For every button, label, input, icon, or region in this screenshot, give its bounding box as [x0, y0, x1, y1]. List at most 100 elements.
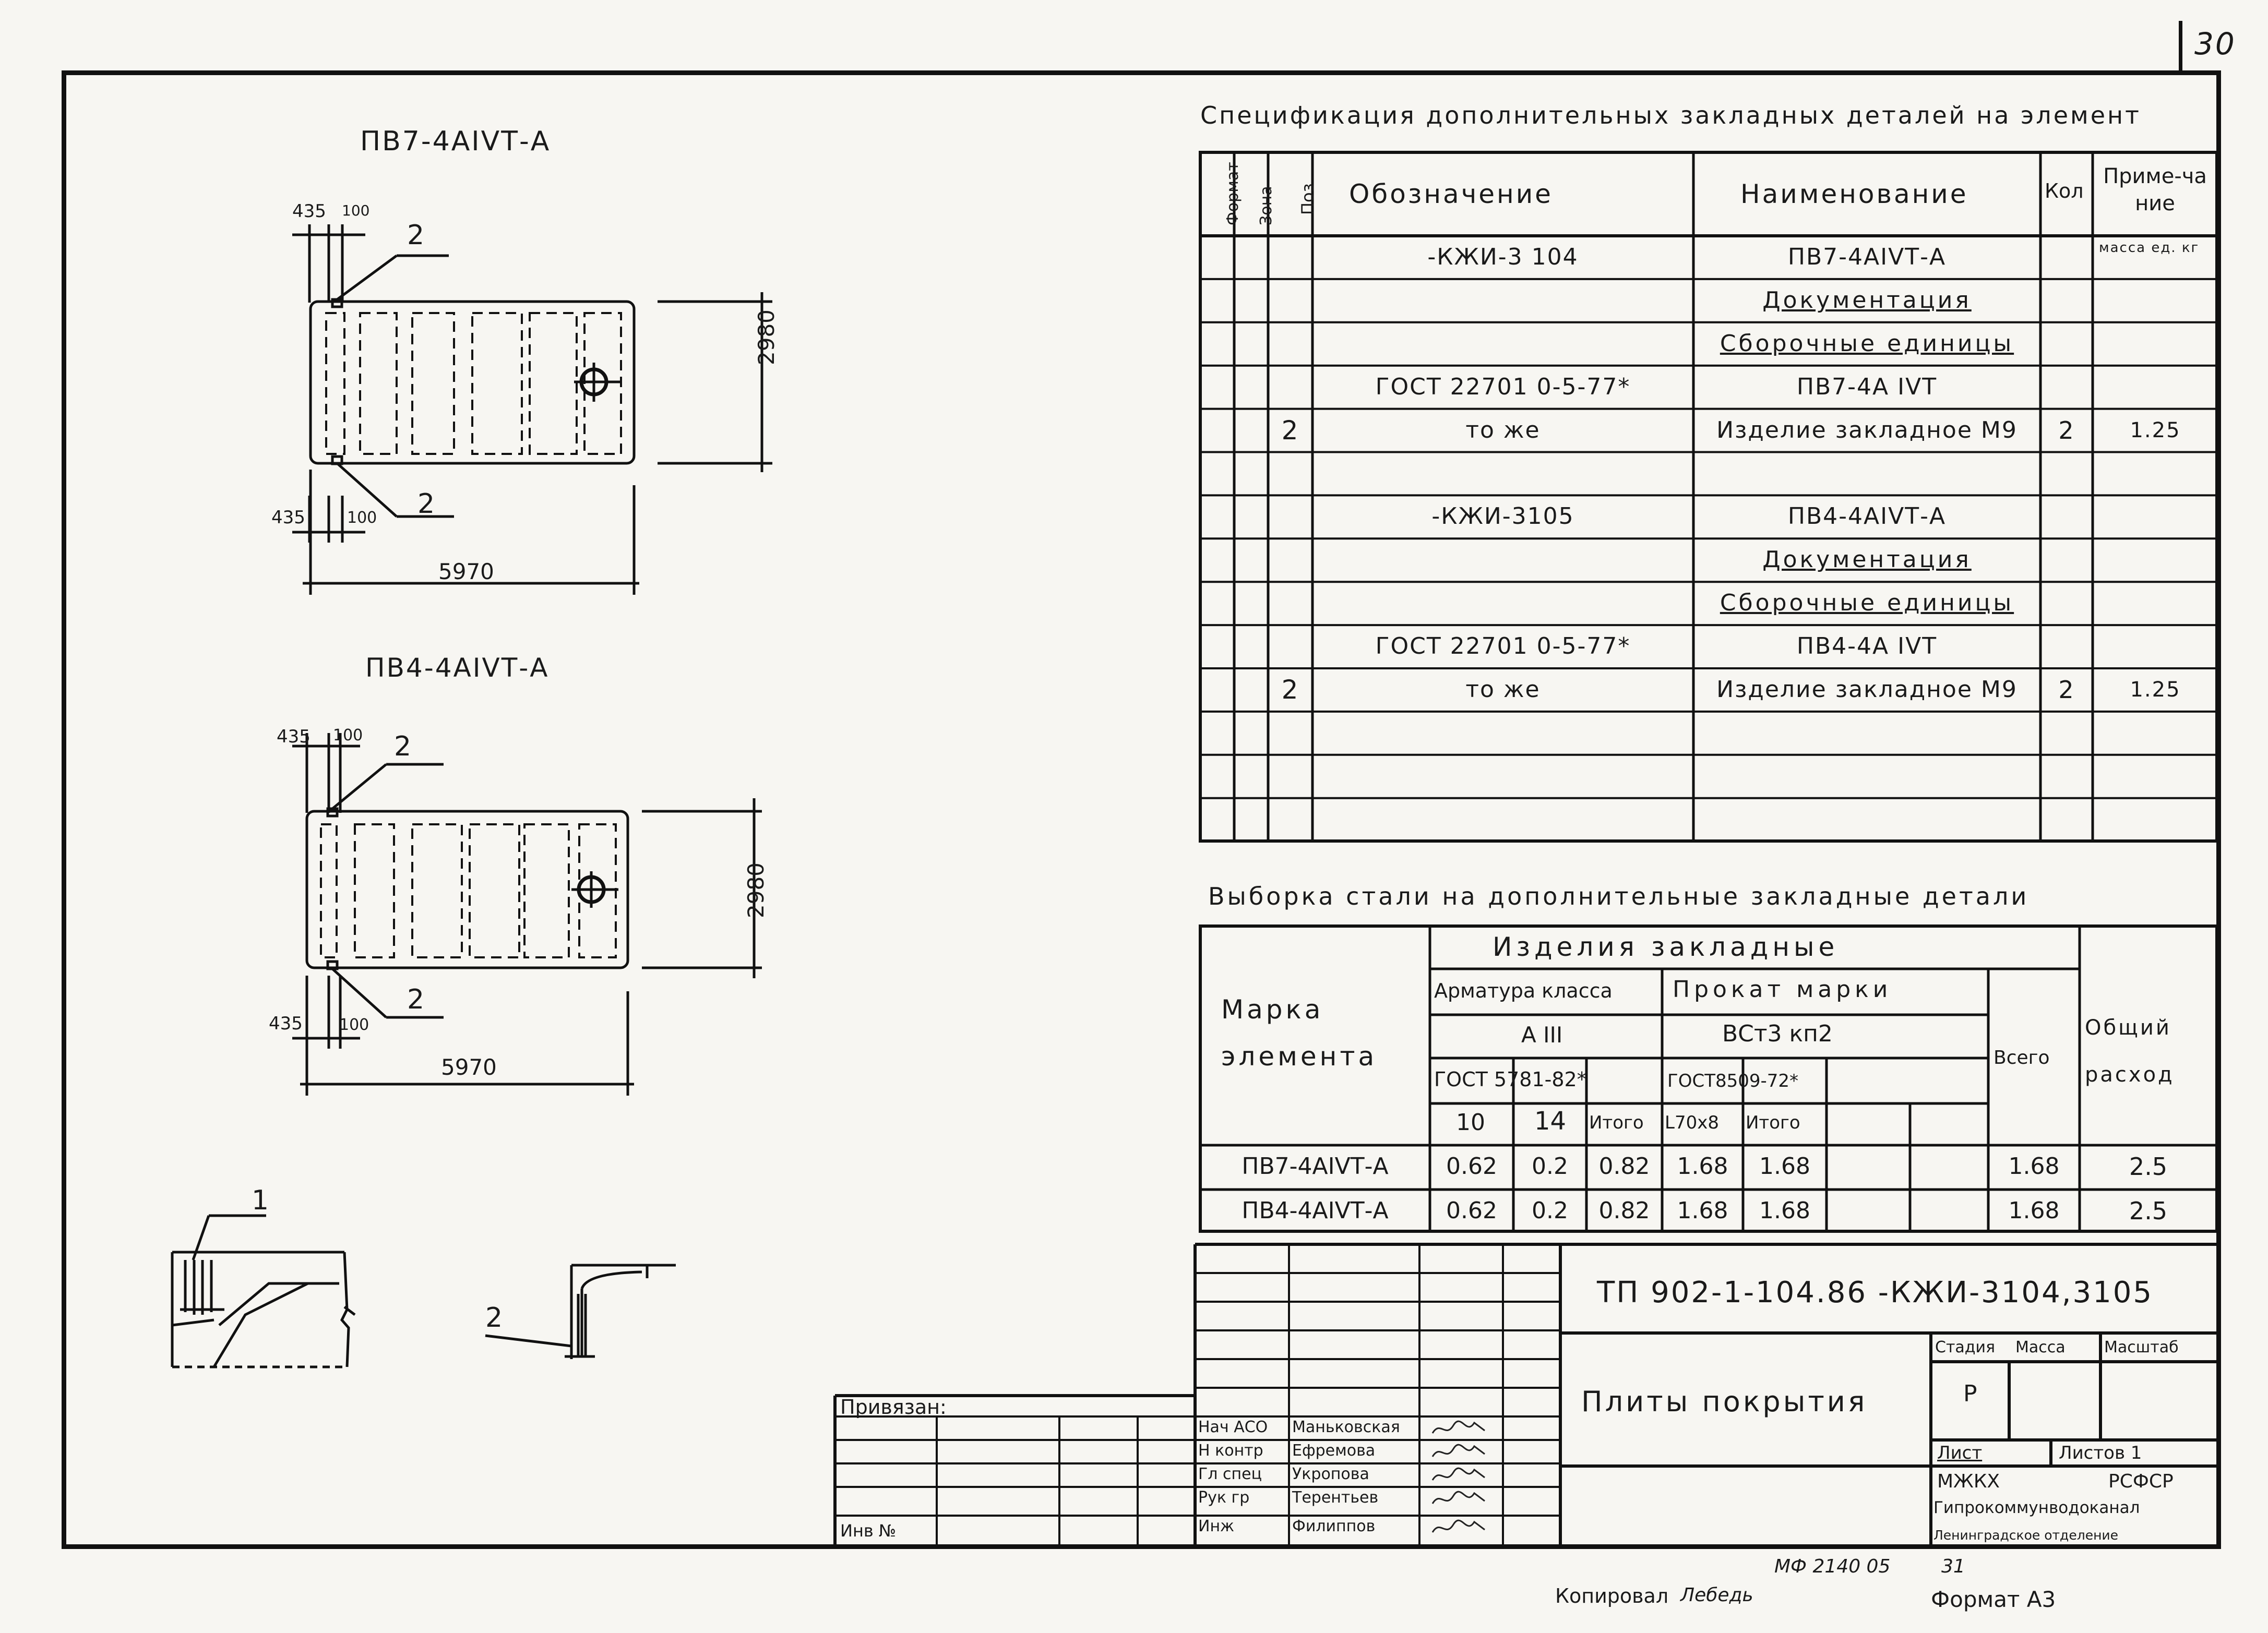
steel-sub-l70: L70х8: [1665, 1112, 1719, 1133]
org-institute: Гипрокоммунводоканал: [1933, 1498, 2140, 1517]
steel-sub-10: 10: [1456, 1109, 1485, 1136]
binding-label: Привязан:: [840, 1396, 947, 1419]
cell-mark: ПВ4-4АIVТ-А: [1242, 1197, 1389, 1224]
handwritten-signature: [1431, 1444, 1485, 1457]
person-name: Укропова: [1292, 1465, 1369, 1483]
cell-total: 1.68: [2008, 1153, 2060, 1180]
cell-mark: ПВ7-4АIVТ-А: [1242, 1153, 1389, 1180]
cell-overall: 2.5: [2129, 1152, 2168, 1181]
steel-header-rebar-gost: ГОСТ 5781-82*: [1434, 1068, 1587, 1091]
archive-sheet: 31: [1941, 1556, 1965, 1577]
header-name: Наименование: [1740, 179, 1968, 209]
handwritten-signature: [1431, 1491, 1485, 1504]
stage-header: Стадия: [1935, 1338, 1996, 1356]
steel-grid: [1199, 924, 2218, 1233]
cell-it1: 0.82: [1598, 1197, 1650, 1224]
spec-grid: [1199, 151, 2218, 843]
handwritten-signature: [1431, 1467, 1485, 1481]
person-name: Терентьев: [1292, 1488, 1379, 1507]
cell-note: 1.25: [2130, 678, 2181, 702]
cell-designation: то же: [1465, 676, 1541, 703]
stage-value: Р: [1963, 1380, 1977, 1407]
cell-name: ПВ7-4АIVТ-А: [1787, 244, 1947, 270]
cell-note: масса ед. кг: [2099, 240, 2200, 256]
org-branch: Ленинградское отделение: [1933, 1528, 2119, 1543]
sheet-frame: [62, 70, 2221, 1549]
steel-header-rebar-class: А III: [1521, 1022, 1563, 1048]
cell-c14: 0.2: [1532, 1197, 1568, 1224]
cell-qty: 2: [2058, 676, 2075, 704]
steel-header-rolled-gost: ГОСТ8509-72*: [1667, 1071, 1799, 1091]
cell-name: Сборочные единицы: [1720, 590, 2014, 617]
steel-sub-14: 14: [1534, 1107, 1567, 1136]
drawing-title: ПВ4-4АIVТ-А: [365, 653, 550, 683]
role-label: Инж: [1198, 1517, 1235, 1535]
drawing-title: ПВ7-4АIVТ-А: [360, 126, 551, 157]
cell-qty: 2: [2058, 416, 2075, 445]
role-label: Н контр: [1198, 1442, 1263, 1460]
cell-name: Документация: [1762, 546, 1972, 573]
table-row: Документация: [1200, 279, 2217, 322]
role-label: Гл спец: [1198, 1465, 1262, 1483]
spec-title: Спецификация дополнительных закладных де…: [1200, 101, 2141, 129]
cell-designation: то же: [1465, 416, 1541, 443]
project-code: ТП 902-1-104.86 -КЖИ-3104,3105: [1597, 1276, 2154, 1310]
cell-it1: 0.82: [1598, 1153, 1650, 1180]
steel-header-rolled: Прокат марки: [1673, 976, 1892, 1003]
cell-name: ПВ7-4А IVТ: [1796, 373, 1938, 400]
dim-bottom-b: 100: [339, 1016, 369, 1034]
callout-bottom: 2: [407, 984, 425, 1015]
handwritten-signature: [1431, 1420, 1485, 1434]
dim-top-a: 435: [277, 726, 311, 747]
role-label: Рук гр: [1198, 1488, 1250, 1507]
cell-designation: ГОСТ 22701 0-5-77*: [1375, 633, 1631, 660]
inventory-label: Инв №: [840, 1521, 897, 1541]
dim-length: 5970: [441, 1054, 497, 1080]
sheet-header: Лист: [1937, 1443, 1983, 1463]
steel-header-total: Всего: [1994, 1047, 2050, 1068]
cell-name: Документация: [1762, 286, 1972, 314]
cell-overall: 2.5: [2129, 1197, 2168, 1225]
cell-name: Сборочные единицы: [1720, 330, 2014, 357]
steel-sub-itogo-2: Итого: [1746, 1112, 1800, 1133]
spec-table: Формат Зона Поз Обозначение Наименование…: [1199, 151, 2218, 846]
header-designation: Обозначение: [1349, 179, 1553, 209]
page-number-divider: [2179, 21, 2182, 70]
dim-length: 5970: [438, 559, 494, 584]
header-note: Приме-чание: [2103, 164, 2207, 215]
page-number: 30: [2194, 26, 2236, 62]
detail-2-label: 2: [485, 1302, 503, 1334]
cell-c14: 0.2: [1532, 1153, 1568, 1180]
steel-header-mark: Марка элемента: [1221, 994, 1378, 1072]
dim-bottom-a: 435: [269, 1013, 303, 1034]
dim-bottom-a: 435: [271, 507, 305, 528]
copied-label: Копировал: [1555, 1584, 1669, 1607]
cell-l70: 1.68: [1677, 1153, 1728, 1180]
cell-c10: 0.62: [1446, 1153, 1497, 1180]
cell-name: Изделие закладное М9: [1716, 416, 2018, 443]
role-label: Нач АСО: [1198, 1418, 1268, 1436]
steel-table: Марка элемента Изделия закладные Арматур…: [1199, 924, 2218, 1234]
steel-header-items: Изделия закладные: [1493, 932, 1839, 962]
header-qty: Кол: [2045, 179, 2084, 202]
callout-top: 2: [407, 220, 425, 251]
dim-top-b: 100: [333, 726, 363, 745]
cell-pos: 2: [1281, 415, 1299, 446]
steel-sub-itogo-1: Итого: [1589, 1112, 1644, 1133]
dim-bottom-b: 100: [347, 509, 377, 527]
handwritten-signature: [1431, 1519, 1485, 1533]
cell-designation: -КЖИ-3105: [1431, 503, 1574, 530]
steel-title: Выборка стали на дополнительные закладны…: [1208, 882, 2030, 910]
cell-total: 1.68: [2008, 1197, 2060, 1224]
copier-signature: Лебедь: [1680, 1584, 1753, 1606]
archive-number: МФ 2140 05: [1774, 1556, 1891, 1577]
detail-1-label: 1: [252, 1185, 269, 1216]
table-row: ГОСТ 22701 0-5-77*ПВ4-4А IVТ: [1200, 625, 2217, 668]
